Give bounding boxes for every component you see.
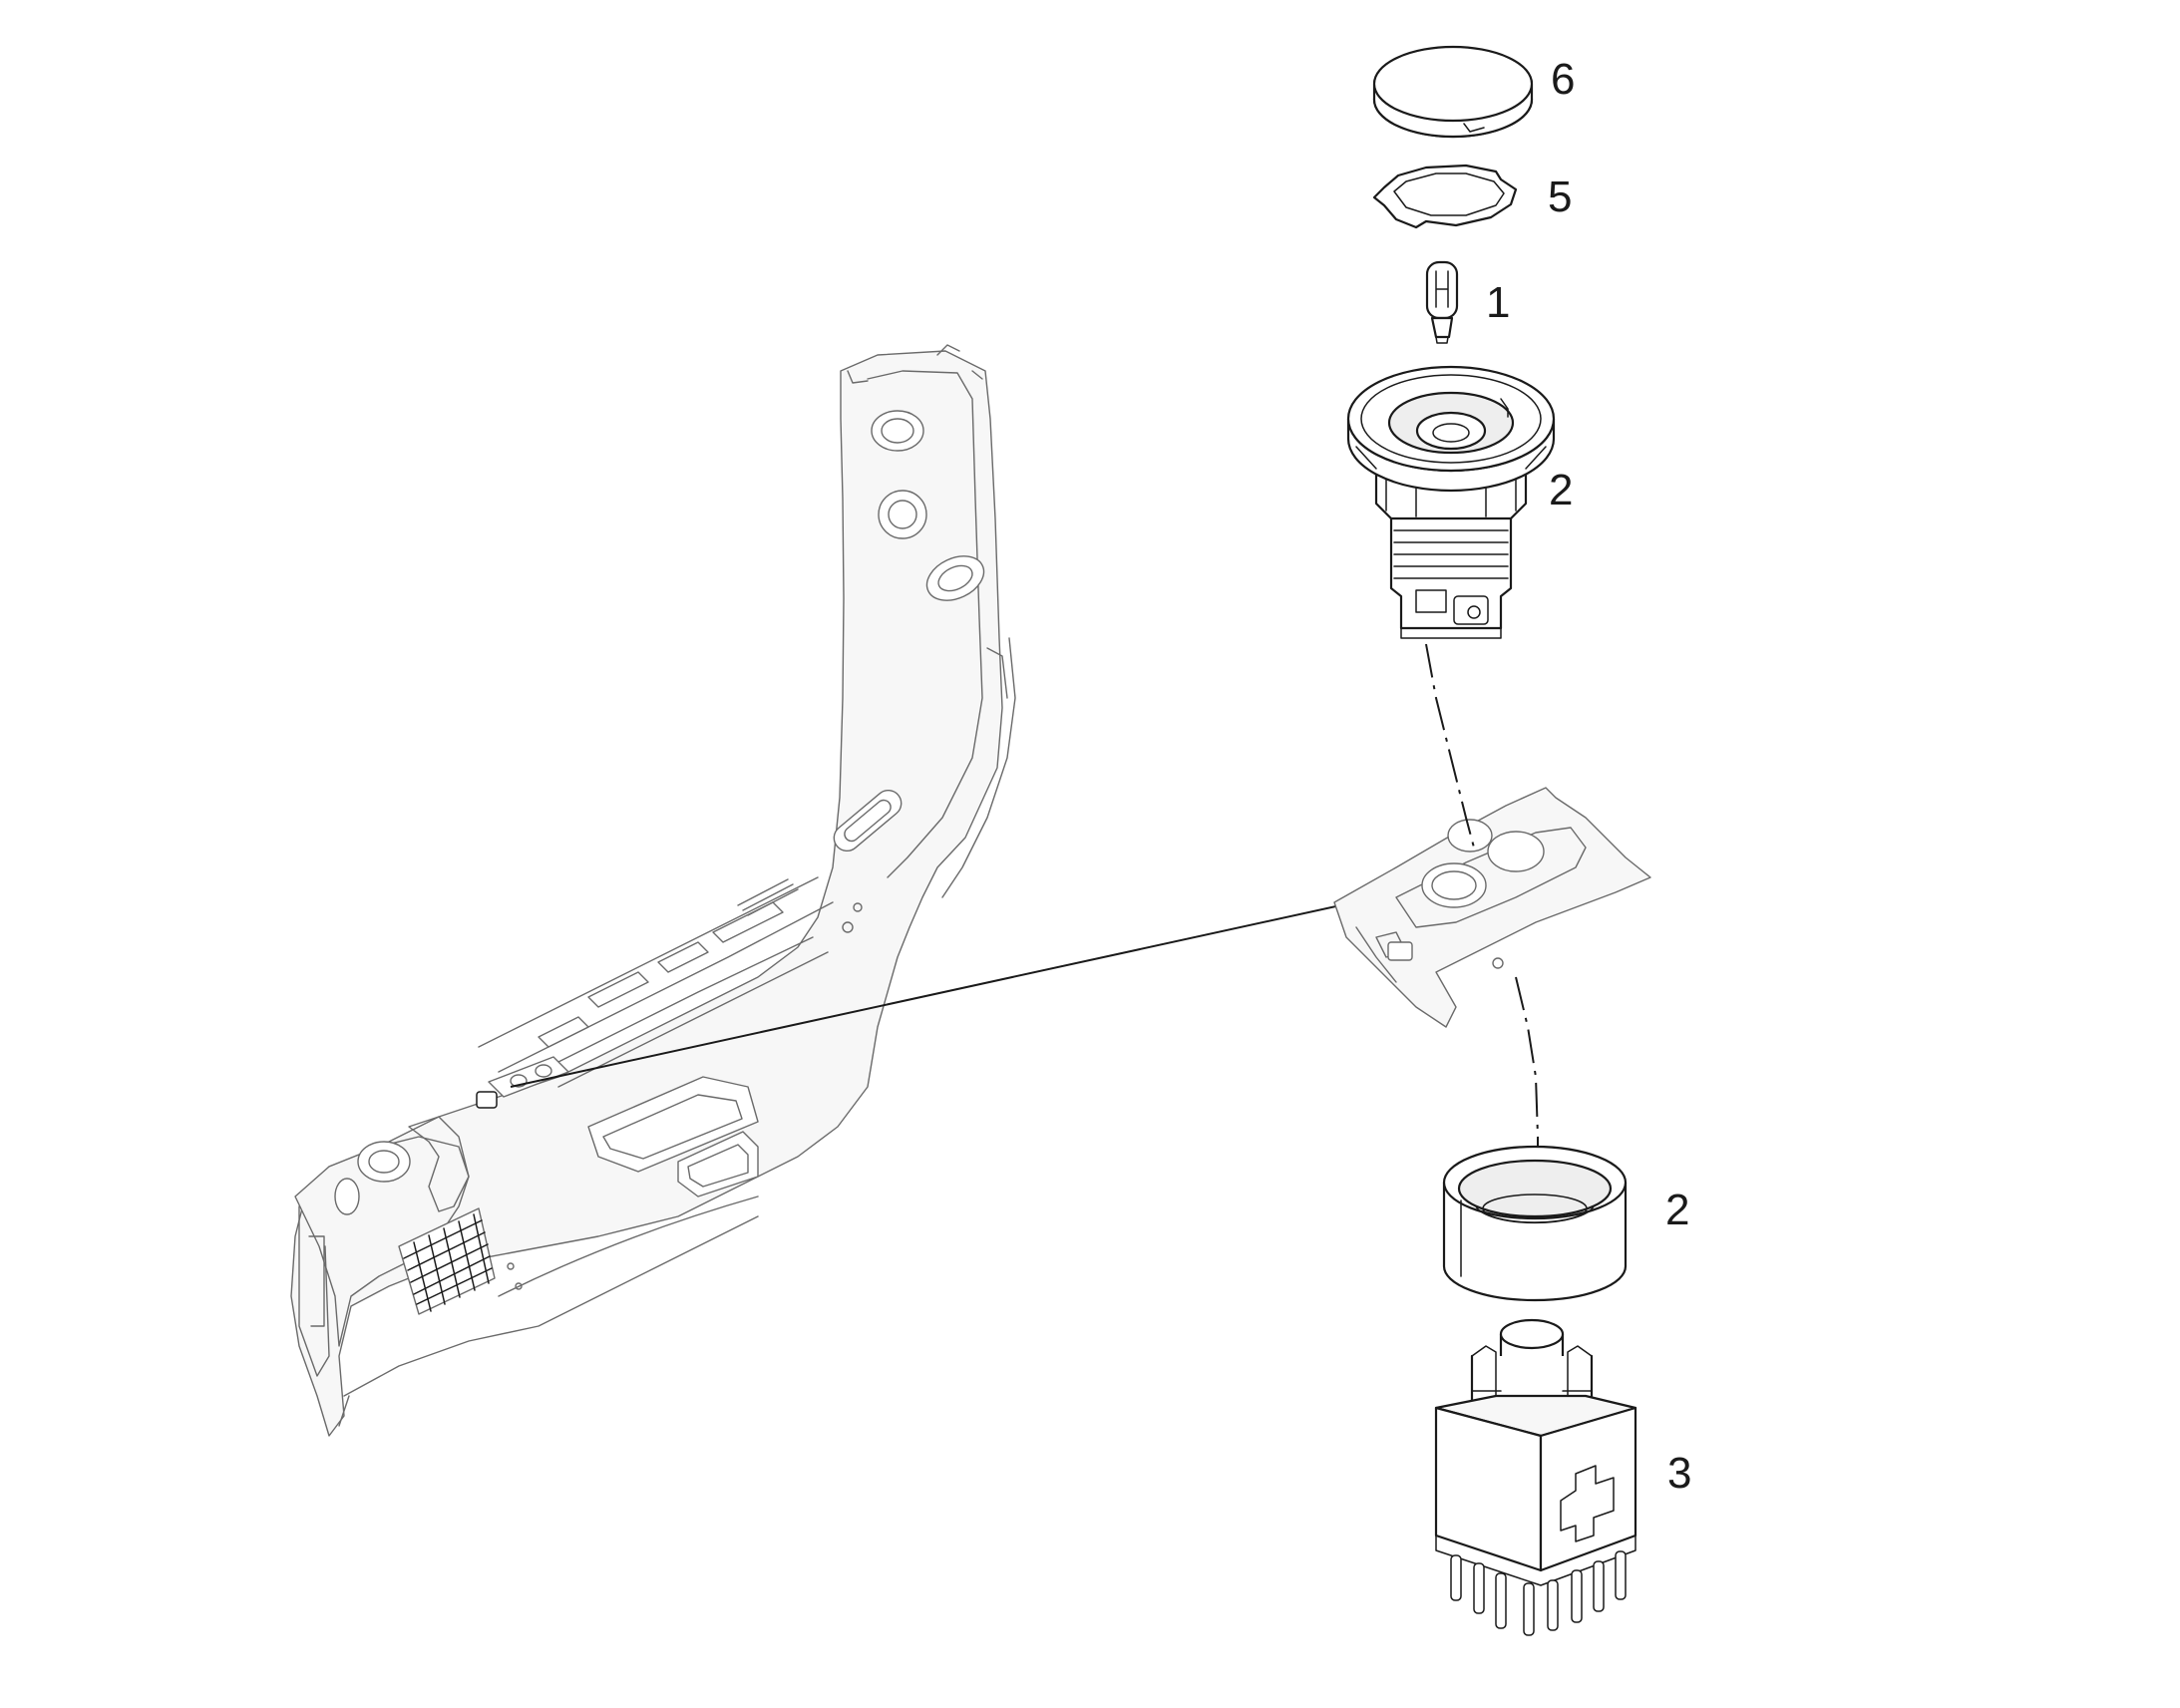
body-side-panel [290, 344, 1016, 1437]
storage-net [398, 1207, 496, 1315]
mounting-panel-detail [1333, 787, 1651, 1028]
switch-block-part [1434, 1318, 1637, 1636]
bulb-part [1425, 260, 1459, 344]
part-number-3: 3 [1667, 1449, 1691, 1498]
lens-part [1372, 164, 1518, 229]
part-number-6: 6 [1551, 55, 1575, 104]
part-number-5: 5 [1548, 172, 1572, 221]
cap-part [1372, 45, 1534, 139]
part-number-2-upper: 2 [1549, 466, 1573, 514]
assembly-axis-lower [1515, 976, 1539, 1167]
retaining-ring-part [1442, 1145, 1628, 1302]
lamp-housing-part [1346, 365, 1556, 639]
detail-leader-line [510, 894, 1387, 1088]
assembly-axis-upper [1425, 643, 1475, 849]
part-number-1: 1 [1486, 278, 1510, 327]
part-number-2-lower: 2 [1665, 1186, 1689, 1234]
